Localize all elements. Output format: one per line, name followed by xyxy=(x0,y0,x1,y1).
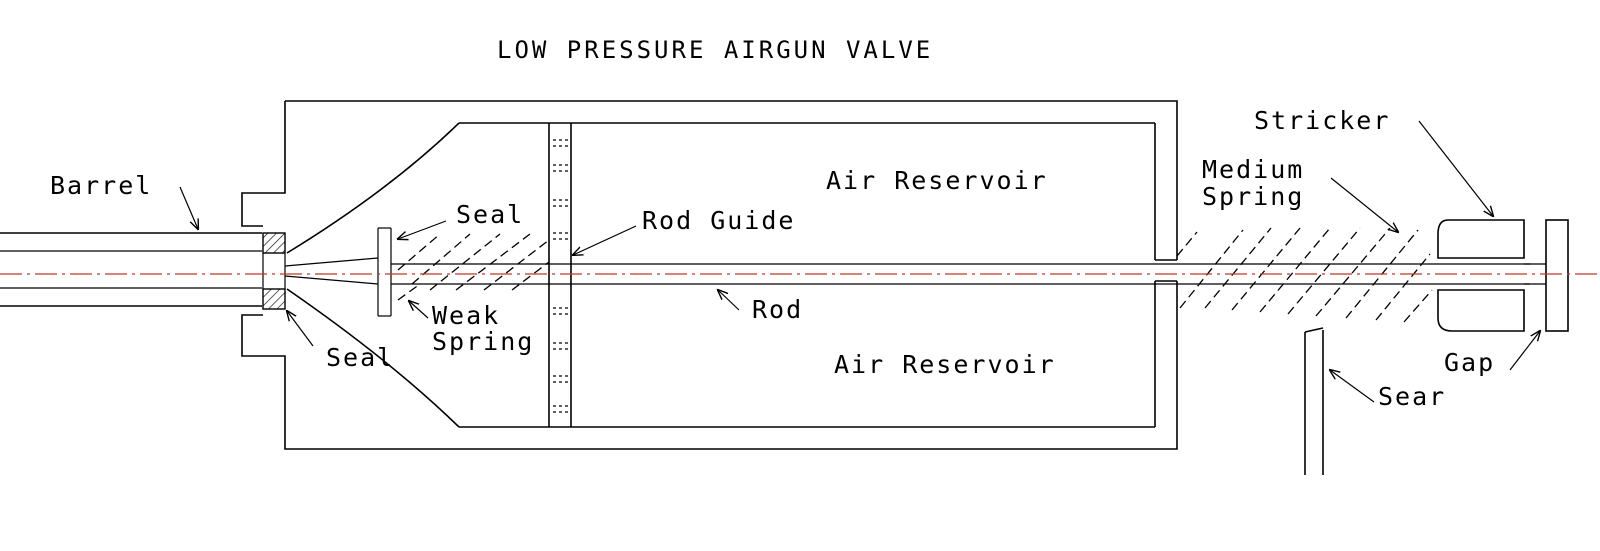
label-seal-top: Seal xyxy=(456,200,524,229)
inner-chamber xyxy=(286,122,1177,428)
label-rod: Rod xyxy=(752,295,803,324)
barrel-seal xyxy=(262,232,286,310)
label-barrel: Barrel xyxy=(50,171,152,200)
valve-body-outline xyxy=(241,100,1178,450)
medium-spring xyxy=(1176,227,1433,323)
label-medium-spring-2: Spring xyxy=(1202,182,1304,211)
sear xyxy=(1304,327,1324,475)
label-gap: Gap xyxy=(1444,348,1495,377)
label-air-reservoir-bottom: Air Reservoir xyxy=(834,350,1056,379)
label-rod-guide: Rod Guide xyxy=(642,206,795,235)
leader-lines xyxy=(179,120,1540,403)
stricker xyxy=(1437,219,1569,332)
label-stricker: Stricker xyxy=(1254,106,1390,135)
rod xyxy=(391,263,1530,285)
weak-spring xyxy=(397,233,550,301)
diagram-title: LOW PRESSURE AIRGUN VALVE xyxy=(497,36,933,64)
rod-guide xyxy=(548,123,572,427)
label-seal-bottom: Seal xyxy=(326,343,394,372)
label-sear: Sear xyxy=(1378,382,1446,411)
label-air-reservoir-top: Air Reservoir xyxy=(826,166,1048,195)
label-medium-spring-1: Medium xyxy=(1202,155,1304,184)
barrel xyxy=(0,232,262,307)
label-weak-spring-2: Spring xyxy=(432,327,534,356)
valve-poppet xyxy=(284,227,392,317)
label-weak-spring-1: Weak xyxy=(432,301,500,330)
